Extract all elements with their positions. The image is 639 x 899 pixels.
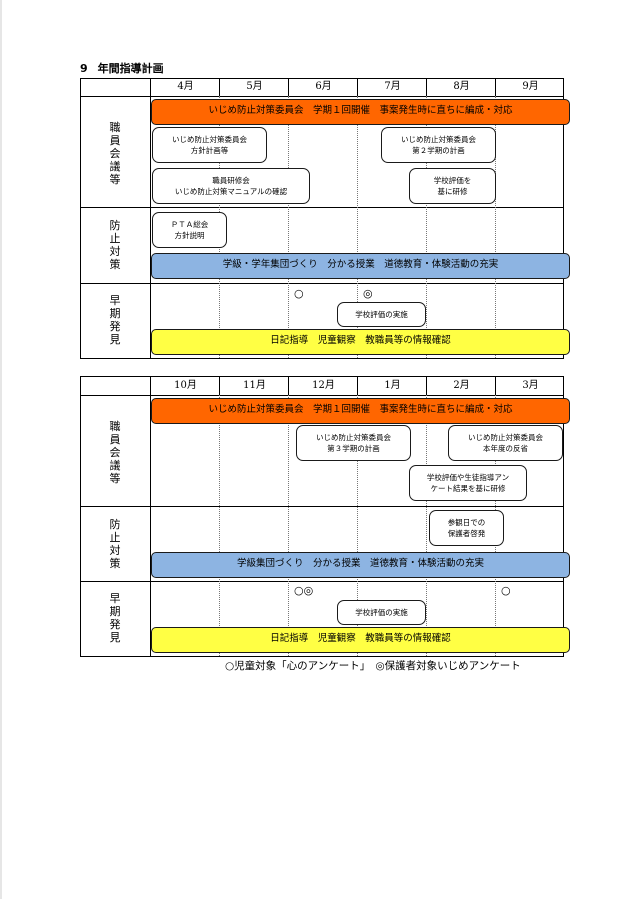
plan-table-term2: 10月 11月 12月 1月 2月 3月 職員会議等 防止対策 早期発見 いじめ… (80, 376, 570, 658)
event-box: 参観日での保護者啓発 (429, 510, 504, 546)
survey-mark: ○ (501, 584, 511, 597)
event-box: 職員研修会いじめ防止対策マニュアルの確認 (152, 168, 310, 204)
plan-table-term1: 4月 5月 6月 7月 8月 9月 職員会議等 防止対策 早期発見 いじめ防止対… (80, 78, 570, 360)
month-header: 6月 (315, 81, 332, 92)
month-header: 10月 (174, 380, 197, 391)
month-header: 9月 (522, 81, 539, 92)
page-edge (0, 0, 2, 899)
event-box: ＰＴＡ総会方針説明 (152, 212, 227, 248)
prevention-bar: 学級集団づくり 分かる授業 道徳教育・体験活動の充実 (151, 552, 570, 578)
month-header: 8月 (453, 81, 470, 92)
event-box: いじめ防止対策委員会第３学期の計画 (296, 425, 411, 461)
event-box: いじめ防止対策委員会方針計画等 (152, 127, 267, 163)
section-title: 9 年間指導計画 (80, 60, 164, 76)
prevention-bar: 学級・学年集団づくり 分かる授業 道徳教育・体験活動の充実 (151, 253, 570, 279)
month-header: 4月 (177, 81, 194, 92)
event-box: 学校評価を基に研修 (409, 168, 496, 204)
event-box: いじめ防止対策委員会本年度の反省 (448, 425, 563, 461)
detection-bar: 日記指導 児童観察 教職員等の情報確認 (151, 627, 570, 653)
event-box: いじめ防止対策委員会第２学期の計画 (381, 127, 496, 163)
survey-mark: ○ (294, 287, 304, 300)
month-header: 3月 (522, 380, 539, 391)
detection-bar: 日記指導 児童観察 教職員等の情報確認 (151, 329, 570, 355)
row-label-prevention: 防止対策 (109, 518, 121, 570)
month-header: 1月 (384, 380, 401, 391)
event-box: 学校評価や生徒指導アンケート結果を基に研修 (409, 465, 527, 501)
legend: ○児童対象「心のアンケート」 ◎保護者対象いじめアンケート (225, 660, 521, 672)
section-heading: 年間指導計画 (97, 62, 164, 75)
section-number: 9 (80, 62, 88, 75)
committee-bar: いじめ防止対策委員会 学期１回開催 事案発生時に直ちに編成・対応 (151, 99, 570, 125)
committee-bar: いじめ防止対策委員会 学期１回開催 事案発生時に直ちに編成・対応 (151, 398, 570, 424)
month-header: 11月 (243, 380, 266, 391)
event-box: 学校評価の実施 (337, 600, 426, 625)
event-box: 学校評価の実施 (337, 302, 426, 327)
month-header: 2月 (453, 380, 470, 391)
row-label-early-detection: 早期発見 (109, 294, 121, 346)
row-label-prevention: 防止対策 (109, 219, 121, 271)
month-header: 12月 (312, 380, 335, 391)
row-label-staff-meeting: 職員会議等 (109, 121, 121, 186)
row-label-early-detection: 早期発見 (109, 592, 121, 644)
month-header: 7月 (384, 81, 401, 92)
survey-mark: ◎ (363, 287, 373, 300)
row-label-staff-meeting: 職員会議等 (109, 420, 121, 485)
survey-mark: ○◎ (294, 584, 314, 597)
month-header: 5月 (246, 81, 263, 92)
